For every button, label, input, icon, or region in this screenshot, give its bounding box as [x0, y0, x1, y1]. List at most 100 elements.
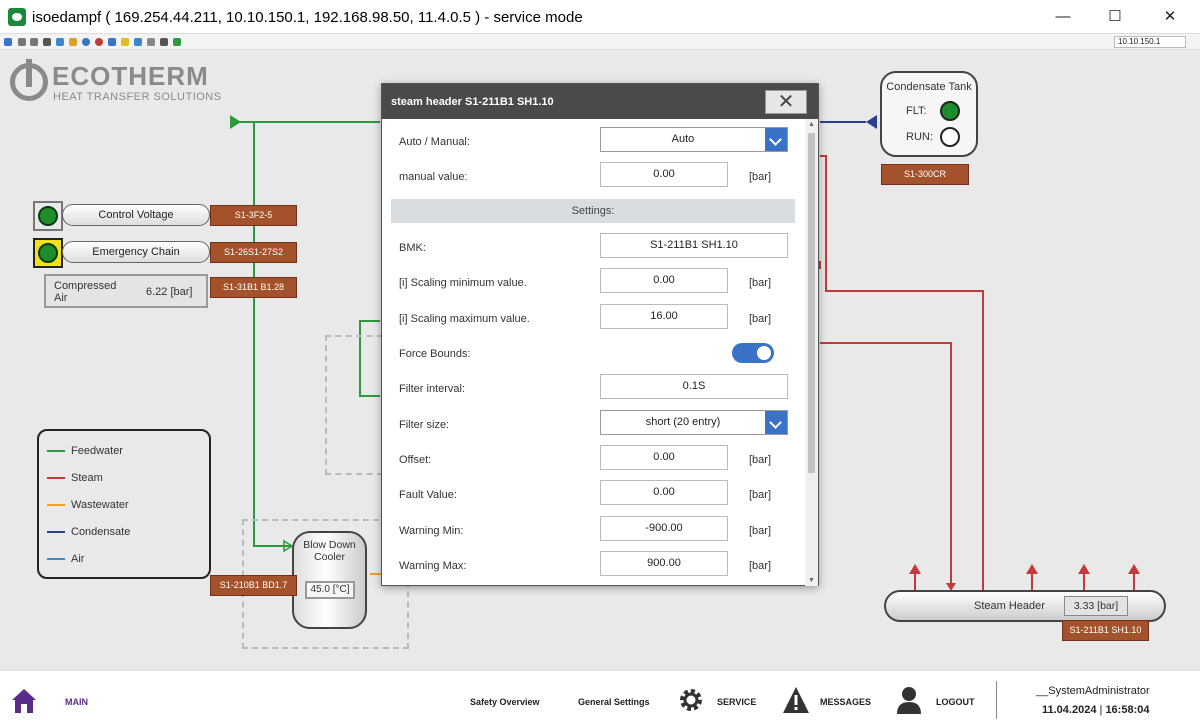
toolbar-tool-icon[interactable]: [18, 38, 26, 46]
toolbar-tool-icon[interactable]: [4, 38, 12, 46]
legend-label: Condensate: [71, 526, 131, 538]
emergency-chain-tag[interactable]: S1-26S1-27S2: [210, 242, 297, 263]
legend-swatch: [47, 477, 65, 480]
filter-interval-row: Filter interval: 0.1S: [382, 371, 806, 407]
legend-item: Steam: [47, 472, 103, 484]
force-bounds-toggle[interactable]: [732, 343, 774, 363]
toolbar-windows-icon[interactable]: [56, 38, 64, 46]
warning-min-label: Warning Min:: [399, 525, 464, 537]
date-time: 11.04.2024 | 16:58:04: [1042, 704, 1150, 716]
filter-interval-input[interactable]: 0.1S: [600, 374, 788, 399]
dialog-scrollbar[interactable]: ▲ ▼: [805, 119, 818, 586]
warning-max-row: Warning Max: 900.00 [bar]: [382, 548, 806, 584]
condensate-tank[interactable]: Condensate Tank FLT: RUN:: [880, 71, 978, 157]
home-icon[interactable]: [11, 688, 37, 714]
nav-service[interactable]: SERVICE: [717, 697, 757, 707]
pipe-legend: Feedwater Steam Wastewater Condensate Ai…: [37, 429, 211, 579]
tank-tag[interactable]: S1-300CR: [881, 164, 969, 185]
address-field[interactable]: 10.10.150.1: [1114, 36, 1186, 48]
dashed-area: [325, 335, 383, 475]
toolbar-tool-icon[interactable]: [121, 38, 129, 46]
minimize-button[interactable]: —: [1055, 8, 1071, 25]
toolbar-tool-icon[interactable]: [43, 38, 51, 46]
toolbar-tool-icon[interactable]: [147, 38, 155, 46]
filter-size-label: Filter size:: [399, 419, 450, 431]
dialog-close-button[interactable]: ✕: [765, 90, 807, 114]
fault-value-row: Fault Value: 0.00 [bar]: [382, 477, 806, 513]
warning-max-input[interactable]: 900.00: [600, 551, 728, 576]
manual-value-label: manual value:: [399, 171, 468, 183]
toolbar-tool-icon[interactable]: [160, 38, 168, 46]
auto-manual-row: Auto / Manual: Auto: [382, 124, 806, 160]
scroll-down-icon[interactable]: ▼: [808, 577, 815, 584]
scaling-max-unit: [bar]: [749, 313, 772, 325]
chevron-down-icon[interactable]: [765, 411, 787, 434]
blow-down-cooler[interactable]: Blow Down Cooler 45.0 [°C]: [292, 531, 367, 629]
legend-item: Feedwater: [47, 445, 123, 457]
offset-label: Offset:: [399, 454, 432, 466]
maximize-button[interactable]: ☐: [1108, 8, 1122, 25]
bmk-input[interactable]: S1-211B1 SH1.10: [600, 233, 788, 258]
manual-value-unit: [bar]: [749, 171, 772, 183]
steam-header-label: Steam Header: [974, 600, 1045, 612]
offset-unit: [bar]: [749, 454, 772, 466]
steam-header-tag[interactable]: S1-211B1 SH1.10: [1062, 620, 1149, 641]
toolbar-tool-icon[interactable]: [69, 38, 77, 46]
offset-input[interactable]: 0.00: [600, 445, 728, 470]
scaling-min-input[interactable]: 0.00: [600, 268, 728, 293]
warning-max-unit: [bar]: [749, 560, 772, 572]
nav-separator: [996, 681, 997, 719]
bmk-row: BMK: S1-211B1 SH1.10: [382, 230, 806, 266]
compressed-air-tag[interactable]: S1-31B1 B1.28: [210, 277, 297, 298]
legend-item: Wastewater: [47, 499, 129, 511]
current-time: 16:58:04: [1105, 704, 1150, 716]
toolbar-gear-icon[interactable]: [30, 38, 38, 46]
toolbar-tool-icon[interactable]: [173, 38, 181, 46]
current-user: __SystemAdministrator: [1036, 685, 1150, 697]
tank-flt-label: FLT:: [906, 105, 927, 117]
toolbar-tool-icon[interactable]: [134, 38, 142, 46]
auto-manual-label: Auto / Manual:: [399, 136, 470, 148]
nav-general-settings[interactable]: General Settings: [578, 697, 650, 707]
emergency-chain-led: [38, 243, 58, 263]
manual-value-row: manual value: 0.00 [bar]: [382, 159, 806, 195]
scaling-max-input[interactable]: 16.00: [600, 304, 728, 329]
tank-run-label: RUN:: [906, 131, 933, 143]
toolbar-tool-icon[interactable]: [108, 38, 116, 46]
emergency-chain-label[interactable]: Emergency Chain: [62, 241, 210, 263]
control-voltage-label[interactable]: Control Voltage: [62, 204, 210, 226]
control-voltage-tag[interactable]: S1-3F2-5: [210, 205, 297, 226]
cooler-temperature: 45.0 [°C]: [305, 581, 355, 599]
nav-logout[interactable]: LOGOUT: [936, 697, 975, 707]
chevron-down-icon[interactable]: [765, 128, 787, 151]
bottom-nav-bar: MAIN Safety Overview General Settings SE…: [0, 670, 1200, 728]
nav-main[interactable]: MAIN: [65, 697, 88, 707]
gear-icon[interactable]: [678, 687, 704, 713]
toolbar-info-icon[interactable]: [82, 38, 90, 46]
close-window-button[interactable]: ✕: [1163, 8, 1177, 25]
current-date: 11.04.2024: [1042, 704, 1097, 716]
scaling-min-row: [i] Scaling minimum value. 0.00 [bar]: [382, 265, 806, 301]
scroll-up-icon[interactable]: ▲: [808, 121, 815, 128]
legend-swatch: [47, 531, 65, 534]
cooler-label-2: Cooler: [314, 551, 345, 563]
warning-max-label: Warning Max:: [399, 560, 467, 572]
nav-safety-overview[interactable]: Safety Overview: [470, 697, 540, 707]
steam-header[interactable]: Steam Header 3.33 [bar]: [884, 590, 1166, 622]
filter-interval-label: Filter interval:: [399, 383, 466, 395]
fault-value-unit: [bar]: [749, 489, 772, 501]
warning-min-input[interactable]: -900.00: [600, 516, 728, 541]
fault-value-input[interactable]: 0.00: [600, 480, 728, 505]
nav-messages[interactable]: MESSAGES: [820, 697, 872, 707]
compressed-air-box[interactable]: Compressed Air 6.22 [bar]: [44, 274, 208, 308]
warning-icon[interactable]: [782, 686, 810, 714]
auto-manual-select[interactable]: Auto: [600, 127, 788, 152]
scroll-thumb[interactable]: [808, 133, 815, 473]
control-voltage-indicator: [33, 201, 63, 231]
manual-value-input[interactable]: 0.00: [600, 162, 728, 187]
toolbar-stop-icon[interactable]: [95, 38, 103, 46]
user-icon[interactable]: [896, 686, 922, 714]
filter-size-select[interactable]: short (20 entry): [600, 410, 788, 435]
cooler-tag[interactable]: S1-210B1 BD1.7: [210, 575, 297, 596]
filter-size-value: short (20 entry): [645, 416, 721, 428]
